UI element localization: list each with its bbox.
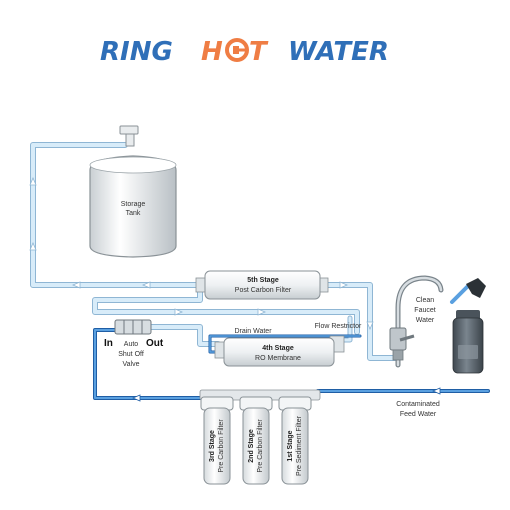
flow-arrows	[29, 176, 441, 402]
filter-1-title: 1st Stage	[287, 430, 294, 461]
brand-logo: RING H T WATER	[100, 37, 389, 67]
water-bottle	[450, 278, 486, 374]
arrow-left-icon	[131, 394, 141, 402]
stage4-title: 4th Stage	[262, 345, 294, 352]
plug-o-icon	[225, 38, 249, 62]
stage5-subtitle: Post Carbon Filter	[235, 287, 292, 294]
faucet-label-line1: Clean	[416, 297, 434, 304]
stage4-subtitle: RO Membrane	[255, 355, 301, 362]
feed-label-line2: Feed Water	[400, 411, 437, 418]
arrow-down-icon	[366, 321, 374, 331]
feed-water-label: Contaminated Feed Water	[396, 401, 440, 418]
faucet-label-line2: Faucet	[414, 307, 435, 314]
filter-stage-2: 2nd Stage Pre Carbon Filter	[239, 396, 273, 485]
arrow-left-icon	[71, 281, 81, 289]
faucet-label-line3: Water	[416, 317, 435, 324]
flow-restrictor-label: Flow Restrictor	[315, 323, 362, 330]
valve-out-label: Out	[146, 338, 164, 349]
filter-2-title: 2nd Stage	[248, 429, 255, 463]
filter-stage-1: 1st Stage Pre Sediment Filter	[278, 396, 312, 485]
faucet: Clean Faucet Water	[389, 275, 444, 368]
drain-water-label: Drain Water	[234, 328, 272, 335]
filter-3-subtitle: Pre Carbon Filter	[218, 419, 225, 473]
logo-word-ring: RING	[100, 37, 173, 67]
post-carbon-filter: 5th Stage Post Carbon Filter	[195, 270, 329, 300]
valve-in-label: In	[104, 338, 113, 349]
arrow-left-icon	[141, 281, 151, 289]
arrow-up-icon	[29, 241, 37, 251]
valve-label-line3: Valve	[123, 361, 140, 368]
tank-label-line2: Tank	[126, 210, 141, 217]
auto-shut-off-valve: In Out Auto Shut Off Valve	[104, 319, 164, 368]
logo-word-water: WATER	[288, 37, 389, 67]
logo-word-h: H	[201, 37, 223, 67]
tank-label-line1: Storage	[121, 201, 146, 208]
storage-tank: Storage Tank	[89, 125, 177, 258]
filter-stage-3: 3rd Stage Pre Carbon Filter	[200, 396, 234, 485]
arrow-right-icon	[339, 281, 349, 289]
valve-label-line2: Shut Off	[118, 351, 144, 358]
filter-2-subtitle: Pre Carbon Filter	[257, 419, 264, 473]
filter-3-title: 3rd Stage	[209, 430, 216, 462]
filter-1-subtitle: Pre Sediment Filter	[296, 415, 303, 476]
arrow-up-icon	[29, 176, 37, 186]
pre-filter-bank: 3rd Stage Pre Carbon Filter 2nd Stage Pr…	[199, 389, 321, 485]
feed-pipes	[93, 328, 490, 400]
stage5-title: 5th Stage	[247, 277, 279, 284]
feed-label-line1: Contaminated	[396, 401, 440, 408]
arrow-right-icon	[174, 308, 184, 316]
arrow-left-icon	[431, 387, 441, 395]
valve-label-line1: Auto	[124, 341, 139, 348]
ro-membrane: 4th Stage RO Membrane Drain Water Flow R…	[214, 323, 362, 367]
arrow-right-icon	[257, 308, 267, 316]
logo-word-t: T	[249, 37, 269, 67]
